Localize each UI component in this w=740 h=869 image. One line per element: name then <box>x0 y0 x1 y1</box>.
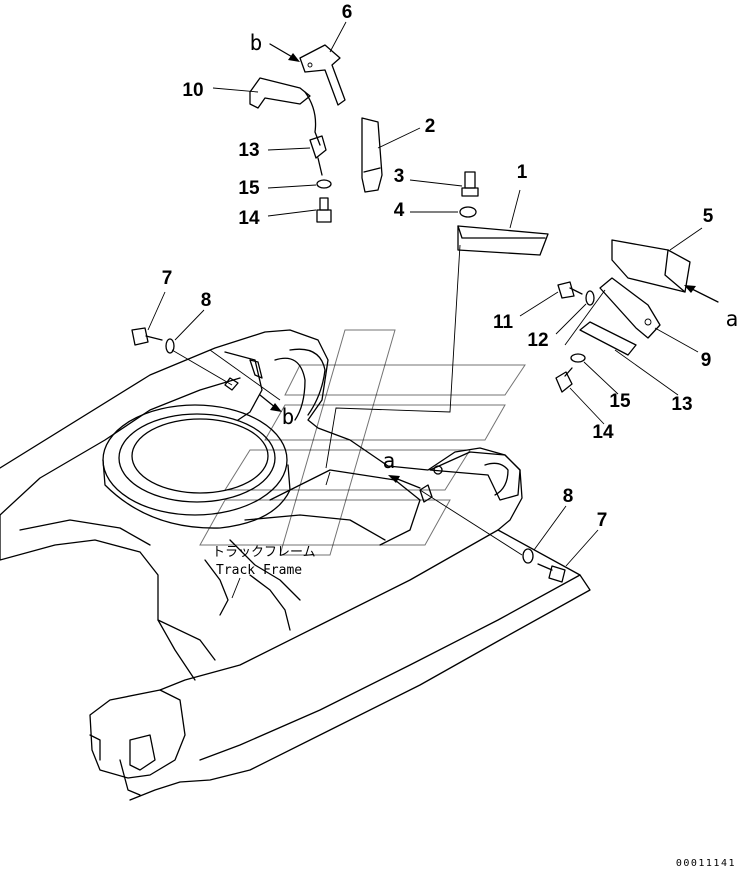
part-3-bolt <box>461 171 479 197</box>
callout-11: 11 <box>493 312 514 333</box>
callout-12: 12 <box>527 330 548 351</box>
callout-15-upper: 15 <box>238 178 260 199</box>
track-frame <box>0 329 591 801</box>
track-frame-label-en: Track Frame <box>216 563 302 578</box>
part-4-washer <box>459 206 477 218</box>
part-15-washer-lower <box>570 353 586 363</box>
callout-2: 2 <box>425 116 436 137</box>
part-1-cover <box>457 225 549 256</box>
part-9-bracket <box>599 277 661 339</box>
watermark-logo <box>199 329 526 556</box>
part-2-cover <box>361 117 383 193</box>
part-12-washer <box>585 290 595 306</box>
part-6-bracket <box>299 44 346 106</box>
callout-3: 3 <box>394 166 405 187</box>
part-7-bolt-left <box>131 327 163 346</box>
reference-arrow-a-lower <box>388 475 421 489</box>
part-7-bolt-right <box>537 563 566 583</box>
track-frame-label-jp: トラックフレーム <box>212 545 316 560</box>
part-13-clamp-upper <box>309 135 327 176</box>
callout-1: 1 <box>517 162 528 183</box>
callout-leaders <box>147 21 703 567</box>
part-5-cover <box>611 239 691 293</box>
ref-letter-a-lower: a <box>383 449 396 473</box>
callout-9: 9 <box>701 350 712 371</box>
callout-6: 6 <box>342 2 353 23</box>
callout-8-left: 8 <box>201 290 212 311</box>
reference-leaders <box>171 244 606 556</box>
callout-14-upper: 14 <box>238 208 260 229</box>
part-10-bracket <box>249 77 321 146</box>
callout-5: 5 <box>703 206 714 227</box>
drawing-code: 00011141 <box>676 858 736 869</box>
callout-7-right: 7 <box>597 510 608 531</box>
reference-arrow-a-upper <box>684 285 719 303</box>
reference-arrow-b-upper <box>269 43 300 62</box>
callout-14-lower: 14 <box>592 422 614 443</box>
part-8-washer-right <box>522 548 534 564</box>
ref-letter-a-upper: a <box>726 307 739 331</box>
callout-13-lower: 13 <box>671 394 692 415</box>
part-14-bolt-upper <box>316 197 332 223</box>
part-15-washer-upper <box>316 179 332 189</box>
callout-10: 10 <box>182 80 203 101</box>
track-frame-label-leader <box>231 577 241 599</box>
callout-8-right: 8 <box>563 486 574 507</box>
callout-4: 4 <box>394 200 405 221</box>
callout-7-left: 7 <box>162 268 173 289</box>
reference-arrow-b-lower <box>259 394 282 412</box>
callout-15-lower: 15 <box>609 391 631 412</box>
callout-13-upper: 13 <box>238 140 259 161</box>
part-11-bolt <box>557 281 583 299</box>
part-14-bolt-lower <box>555 367 573 393</box>
part-13-plate-lower <box>579 321 637 356</box>
part-8-washer-left <box>165 338 175 354</box>
swing-circle <box>102 404 291 529</box>
ref-letter-b-lower: b <box>282 405 295 429</box>
ref-letter-b-upper: b <box>250 31 263 55</box>
